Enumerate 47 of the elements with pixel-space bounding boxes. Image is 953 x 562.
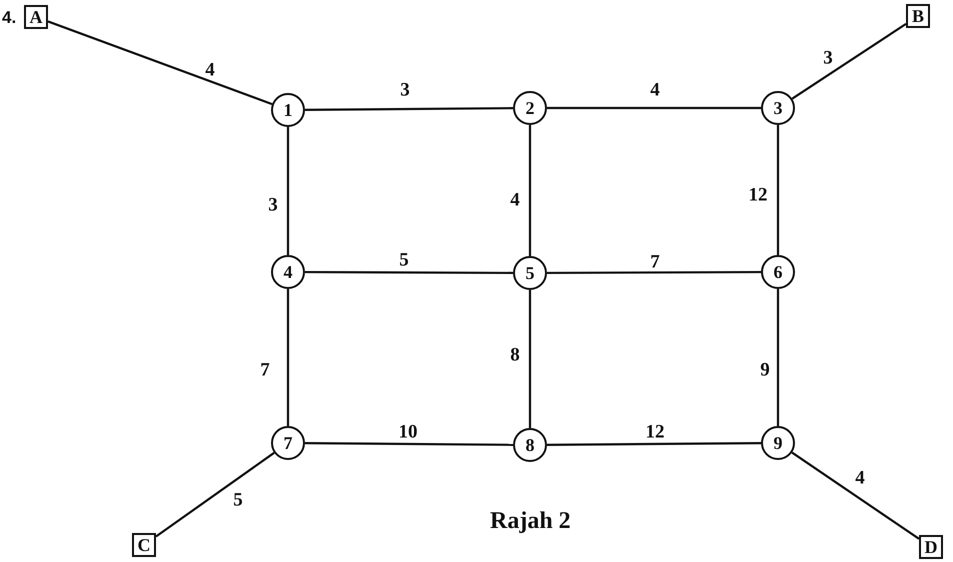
- node-box: D: [919, 535, 943, 559]
- edge-weight: 9: [760, 360, 770, 380]
- edge-weight: 12: [748, 186, 768, 204]
- node-circle: 2: [513, 91, 547, 125]
- edge-weight: 5: [233, 490, 243, 510]
- node-circle: 5: [513, 256, 547, 290]
- edge-weight: 3: [823, 48, 833, 68]
- connector-line: [304, 442, 514, 446]
- node-circle: 4: [271, 255, 305, 289]
- edge-weight: 8: [510, 346, 520, 364]
- connector-line: [792, 22, 907, 100]
- edge-weight: 4: [650, 80, 660, 100]
- connector-line: [305, 270, 513, 274]
- edge-weight: 4: [855, 468, 865, 488]
- node-box: C: [132, 533, 156, 557]
- node-box: B: [906, 4, 930, 28]
- connector-line: [547, 106, 761, 110]
- connector-line: [528, 290, 532, 428]
- edge-weight: 4: [205, 60, 215, 80]
- connector-line: [286, 127, 290, 255]
- figure-caption: Rajah 2: [490, 508, 571, 535]
- node-circle: 3: [761, 91, 795, 125]
- node-circle: 9: [761, 426, 795, 460]
- connector-line: [547, 442, 761, 446]
- node-circle: 1: [271, 93, 305, 127]
- edge-weight: 3: [400, 80, 410, 100]
- node-box: A: [24, 5, 48, 29]
- edge-weight: 10: [398, 422, 418, 442]
- question-number: 4.: [2, 8, 16, 28]
- connector-line: [528, 125, 532, 256]
- connector-line: [155, 452, 275, 538]
- connector-line: [304, 107, 514, 111]
- node-circle: 7: [271, 426, 305, 460]
- connector-line: [791, 452, 920, 540]
- node-circle: 8: [513, 428, 547, 462]
- connector-line: [547, 270, 761, 274]
- edge-weight: 5: [399, 250, 409, 270]
- edge-weight: 7: [260, 360, 270, 380]
- connector-line: [776, 125, 780, 255]
- edge-weight: 12: [646, 422, 664, 442]
- connector-line: [286, 289, 290, 426]
- node-circle: 6: [761, 255, 795, 289]
- connector-line: [48, 20, 272, 106]
- edge-weight: 4: [510, 190, 520, 210]
- connector-line: [776, 289, 780, 426]
- edge-weight: 7: [650, 252, 660, 272]
- edge-weight: 3: [268, 196, 278, 214]
